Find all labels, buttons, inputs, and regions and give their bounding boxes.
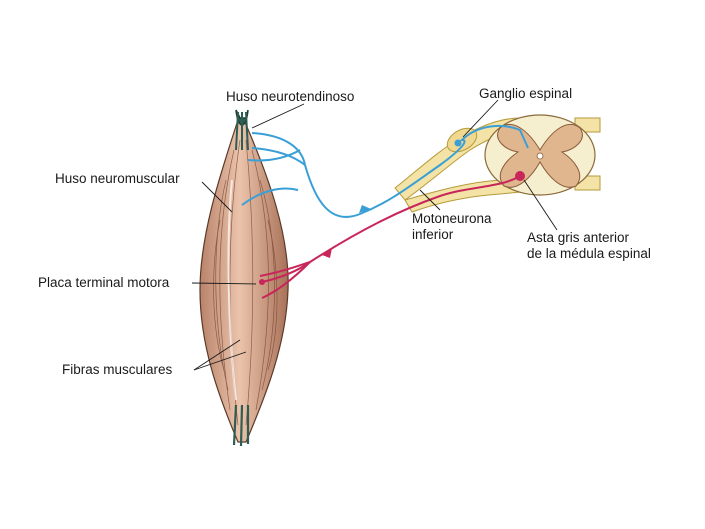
spinal-cord-section [484,114,596,196]
label-placa-terminal-motora: Placa terminal motora [38,275,170,290]
muscle-highlight [227,179,237,401]
label-fibras-musculares: Fibras musculares [62,362,173,377]
sensory-nerve [241,124,529,218]
tendon-lower [232,404,250,447]
central-canal [536,152,544,160]
label-motoneurona-line1: Motoneurona [412,211,492,226]
label-ganglio-espinal: Ganglio espinal [479,86,573,101]
motor-nerve [259,175,521,299]
label-asta-line2: de la médula espinal [527,246,651,261]
label-huso-neurotendinoso: Huso neurotendinoso [226,89,355,104]
motor-arrow [322,248,332,258]
leader-lines [191,99,558,371]
motor-neuron-soma [515,171,525,181]
motor-endplate [259,279,265,285]
label-asta-line1: Asta gris anterior [527,230,630,245]
label-huso-neuromuscular: Huso neuromuscular [55,171,180,186]
sensory-soma [454,139,462,147]
label-asta-gris-anterior: Asta gris anterior de la médula espinal [527,230,651,262]
muscle [199,109,289,447]
sensory-arrow [359,205,371,213]
label-motoneurona-line2: inferior [412,227,454,242]
label-motoneurona-inferior: Motoneurona inferior [412,211,492,243]
